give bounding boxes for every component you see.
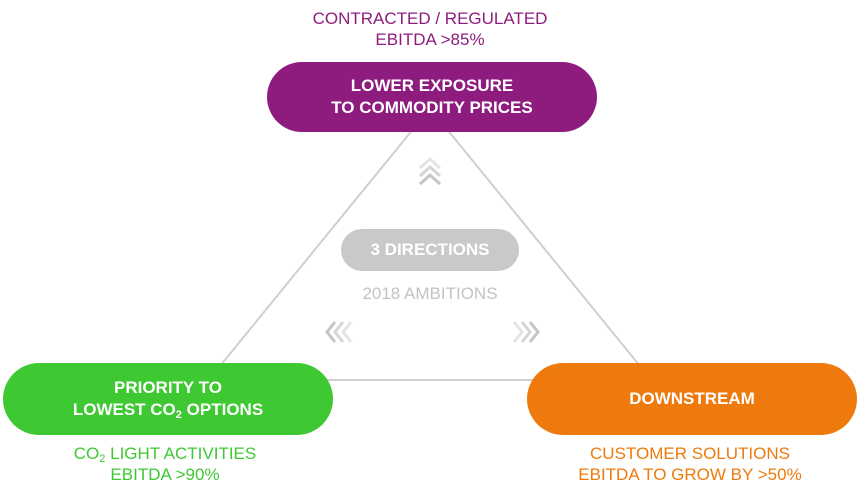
top-caption-line2: EBITDA >85% <box>375 30 485 49</box>
right-caption-line1: CUSTOMER SOLUTIONS <box>590 444 790 463</box>
left-node-pill: PRIORITY TO LOWEST CO2 OPTIONS <box>3 363 333 435</box>
right-caption: CUSTOMER SOLUTIONS EBITDA TO GROW BY >50… <box>530 443 850 485</box>
left-pill-line1: PRIORITY TO <box>113 378 222 397</box>
chevron-right-icon <box>512 321 540 343</box>
center-subtitle: 2018 AMBITIONS <box>362 284 498 303</box>
center-title: 3 DIRECTIONS <box>370 240 490 259</box>
chevron-left-icon <box>325 321 353 343</box>
left-pill-line2: LOWEST CO2 OPTIONS <box>72 400 264 421</box>
right-caption-line2: EBITDA TO GROW BY >50% <box>578 465 802 484</box>
top-pill-line2: TO COMMODITY PRICES <box>331 98 533 117</box>
top-pill-line1: LOWER EXPOSURE <box>350 76 514 95</box>
top-caption-line1: CONTRACTED / REGULATED <box>312 9 548 28</box>
top-node-pill: LOWER EXPOSURE TO COMMODITY PRICES <box>267 62 597 132</box>
chevron-up-icon <box>418 156 442 186</box>
top-caption: CONTRACTED / REGULATED EBITDA >85% <box>230 8 630 50</box>
left-caption-line1: CO2 LIGHT ACTIVITIES <box>73 444 257 465</box>
left-caption-line2: EBITDA >90% <box>110 465 220 484</box>
right-pill-label: DOWNSTREAM <box>629 389 755 408</box>
center-title-badge: 3 DIRECTIONS <box>341 229 519 271</box>
connector-right-edge <box>445 127 641 367</box>
right-node-pill: DOWNSTREAM <box>527 363 857 435</box>
connector-left-edge <box>219 127 415 367</box>
left-caption: CO2 LIGHT ACTIVITIES EBITDA >90% <box>20 443 310 485</box>
